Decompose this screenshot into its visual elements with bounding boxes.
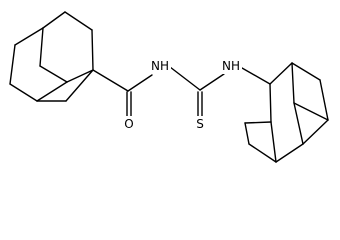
- bond: [269, 62, 293, 85]
- bond: [64, 11, 93, 31]
- bond: [241, 67, 271, 85]
- bond: [248, 143, 277, 163]
- bond: [291, 62, 321, 81]
- bond: [65, 69, 94, 102]
- molecule-structure-diagram: O NH S NH: [9, 11, 329, 163]
- bond: [39, 27, 44, 67]
- bond: [291, 62, 295, 104]
- bond: [244, 122, 250, 145]
- bond: [169, 66, 201, 91]
- bond: [39, 65, 68, 83]
- bond: [36, 81, 68, 102]
- bond: [42, 11, 66, 29]
- bond: [66, 69, 94, 83]
- bond: [293, 102, 329, 121]
- bond: [319, 79, 329, 121]
- bond: [293, 102, 304, 145]
- thiourea-nitrogen-label: NH: [222, 59, 240, 73]
- amide-nitrogen-label: NH: [151, 59, 169, 73]
- bond: [199, 73, 225, 91]
- bond: [9, 44, 16, 85]
- bond: [275, 143, 304, 163]
- bond: [127, 74, 153, 92]
- right-adamantane-cage: [241, 62, 329, 163]
- acylthiourea-linker: [92, 66, 225, 119]
- atom-labels: O NH S NH: [121, 58, 242, 132]
- bond: [9, 83, 38, 102]
- carbonyl-oxygen-label: O: [124, 117, 133, 131]
- bond: [302, 119, 329, 145]
- bond: [92, 69, 129, 92]
- thione-sulfur-label: S: [196, 117, 204, 131]
- bond: [91, 29, 94, 71]
- bond: [270, 121, 277, 163]
- bond: [14, 27, 44, 46]
- bond: [269, 83, 272, 123]
- bond: [244, 121, 272, 124]
- left-adamantane-cage: [9, 11, 94, 102]
